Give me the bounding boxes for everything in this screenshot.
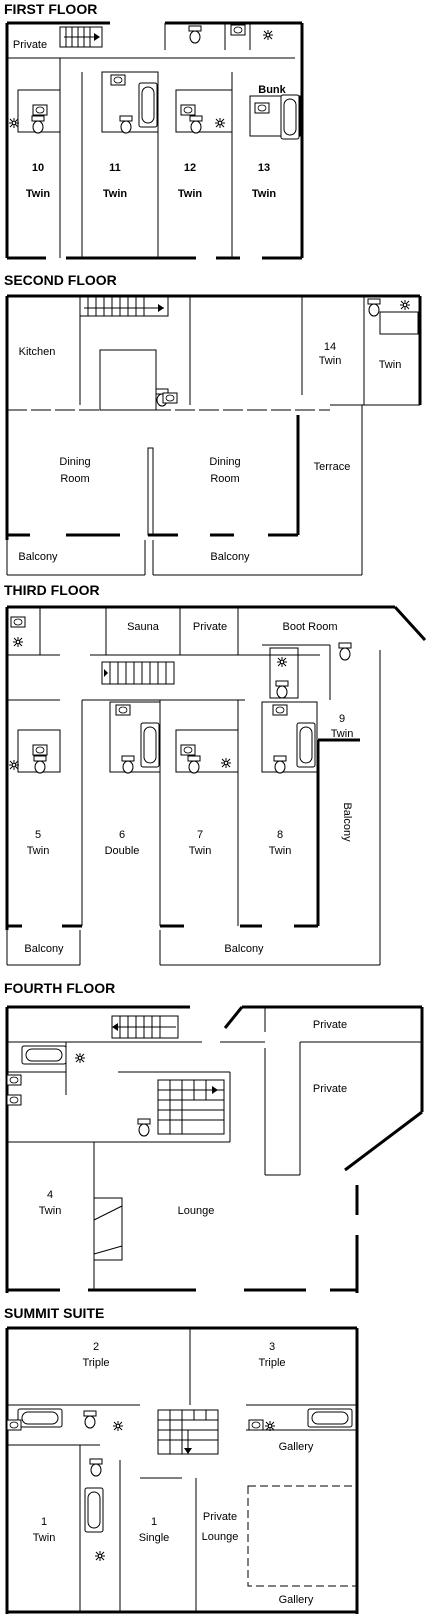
- gallery-2-label: Gallery: [279, 1594, 314, 1606]
- room-1-twin-type: Twin: [33, 1532, 56, 1544]
- room-1-single-type: Single: [139, 1532, 170, 1544]
- dining-room-2-line1: Dining: [209, 456, 240, 468]
- third-side-balcony-label: Balcony: [341, 802, 353, 842]
- sauna-label: Sauna: [127, 621, 160, 633]
- room-3-type: Triple: [258, 1357, 285, 1369]
- room-11-number: 11: [109, 162, 121, 174]
- room-5-type: Twin: [27, 845, 50, 857]
- second-floor-plan: SECOND FLOOR: [4, 272, 422, 576]
- room-12-type: Twin: [178, 188, 203, 200]
- fourth-floor-title: FOURTH FLOOR: [4, 980, 115, 996]
- room-2-number: 2: [93, 1341, 99, 1353]
- room-1-twin-number: 1: [41, 1516, 47, 1528]
- third-balcony-2-label: Balcony: [224, 943, 264, 955]
- dining-room-2-line2: Room: [210, 473, 239, 485]
- room-3-number: 3: [269, 1341, 275, 1353]
- twin-annex-label: Twin: [379, 359, 402, 371]
- room-4-number: 4: [47, 1189, 53, 1201]
- room-10-type: Twin: [26, 188, 51, 200]
- boot-room-label: Boot Room: [282, 621, 337, 633]
- first-bunk-label: Bunk: [258, 84, 286, 96]
- fourth-private-2-label: Private: [313, 1083, 347, 1095]
- room-9-number: 9: [339, 713, 345, 725]
- first-private-label: Private: [13, 39, 47, 51]
- room-10-number: 10: [32, 162, 44, 174]
- third-private-label: Private: [193, 621, 227, 633]
- room-7-type: Twin: [189, 845, 212, 857]
- room-11-type: Twin: [103, 188, 128, 200]
- fourth-floor-plan: FOURTH FLOOR: [4, 980, 424, 1293]
- second-balcony-1-label: Balcony: [18, 551, 58, 563]
- room-13-type: Twin: [252, 188, 277, 200]
- room-5-number: 5: [35, 829, 41, 841]
- gallery-1-label: Gallery: [279, 1441, 314, 1453]
- third-balcony-1-label: Balcony: [24, 943, 64, 955]
- room-1-single-number: 1: [151, 1516, 157, 1528]
- room-2-type: Triple: [82, 1357, 109, 1369]
- third-floor-plan: THIRD FLOOR: [4, 582, 427, 966]
- room-9-type: Twin: [331, 728, 354, 740]
- room-6-type: Double: [105, 845, 140, 857]
- summit-suite-plan: SUMMIT SUITE: [4, 1305, 359, 1614]
- fourth-private-1-label: Private: [313, 1019, 347, 1031]
- first-floor-plan: FIRST FLOOR: [4, 1, 304, 260]
- second-balcony-2-label: Balcony: [210, 551, 250, 563]
- room-8-type: Twin: [269, 845, 292, 857]
- room-14-type: Twin: [319, 355, 342, 367]
- kitchen-label: Kitchen: [19, 346, 56, 358]
- first-floor-title: FIRST FLOOR: [4, 1, 97, 17]
- room-6-number: 6: [119, 829, 125, 841]
- room-13-number: 13: [258, 162, 270, 174]
- lounge-label: Lounge: [178, 1205, 215, 1217]
- room-4-type: Twin: [39, 1205, 62, 1217]
- private-lounge-line2: Lounge: [202, 1531, 239, 1543]
- room-8-number: 8: [277, 829, 283, 841]
- room-12-number: 12: [184, 162, 196, 174]
- second-floor-title: SECOND FLOOR: [4, 272, 117, 288]
- dining-room-1-line1: Dining: [59, 456, 90, 468]
- private-lounge-line1: Private: [203, 1511, 237, 1523]
- terrace-label: Terrace: [314, 461, 351, 473]
- room-14-number: 14: [324, 341, 336, 353]
- room-7-number: 7: [197, 829, 203, 841]
- dining-room-1-line2: Room: [60, 473, 89, 485]
- third-floor-title: THIRD FLOOR: [4, 582, 100, 598]
- summit-suite-title: SUMMIT SUITE: [4, 1305, 104, 1321]
